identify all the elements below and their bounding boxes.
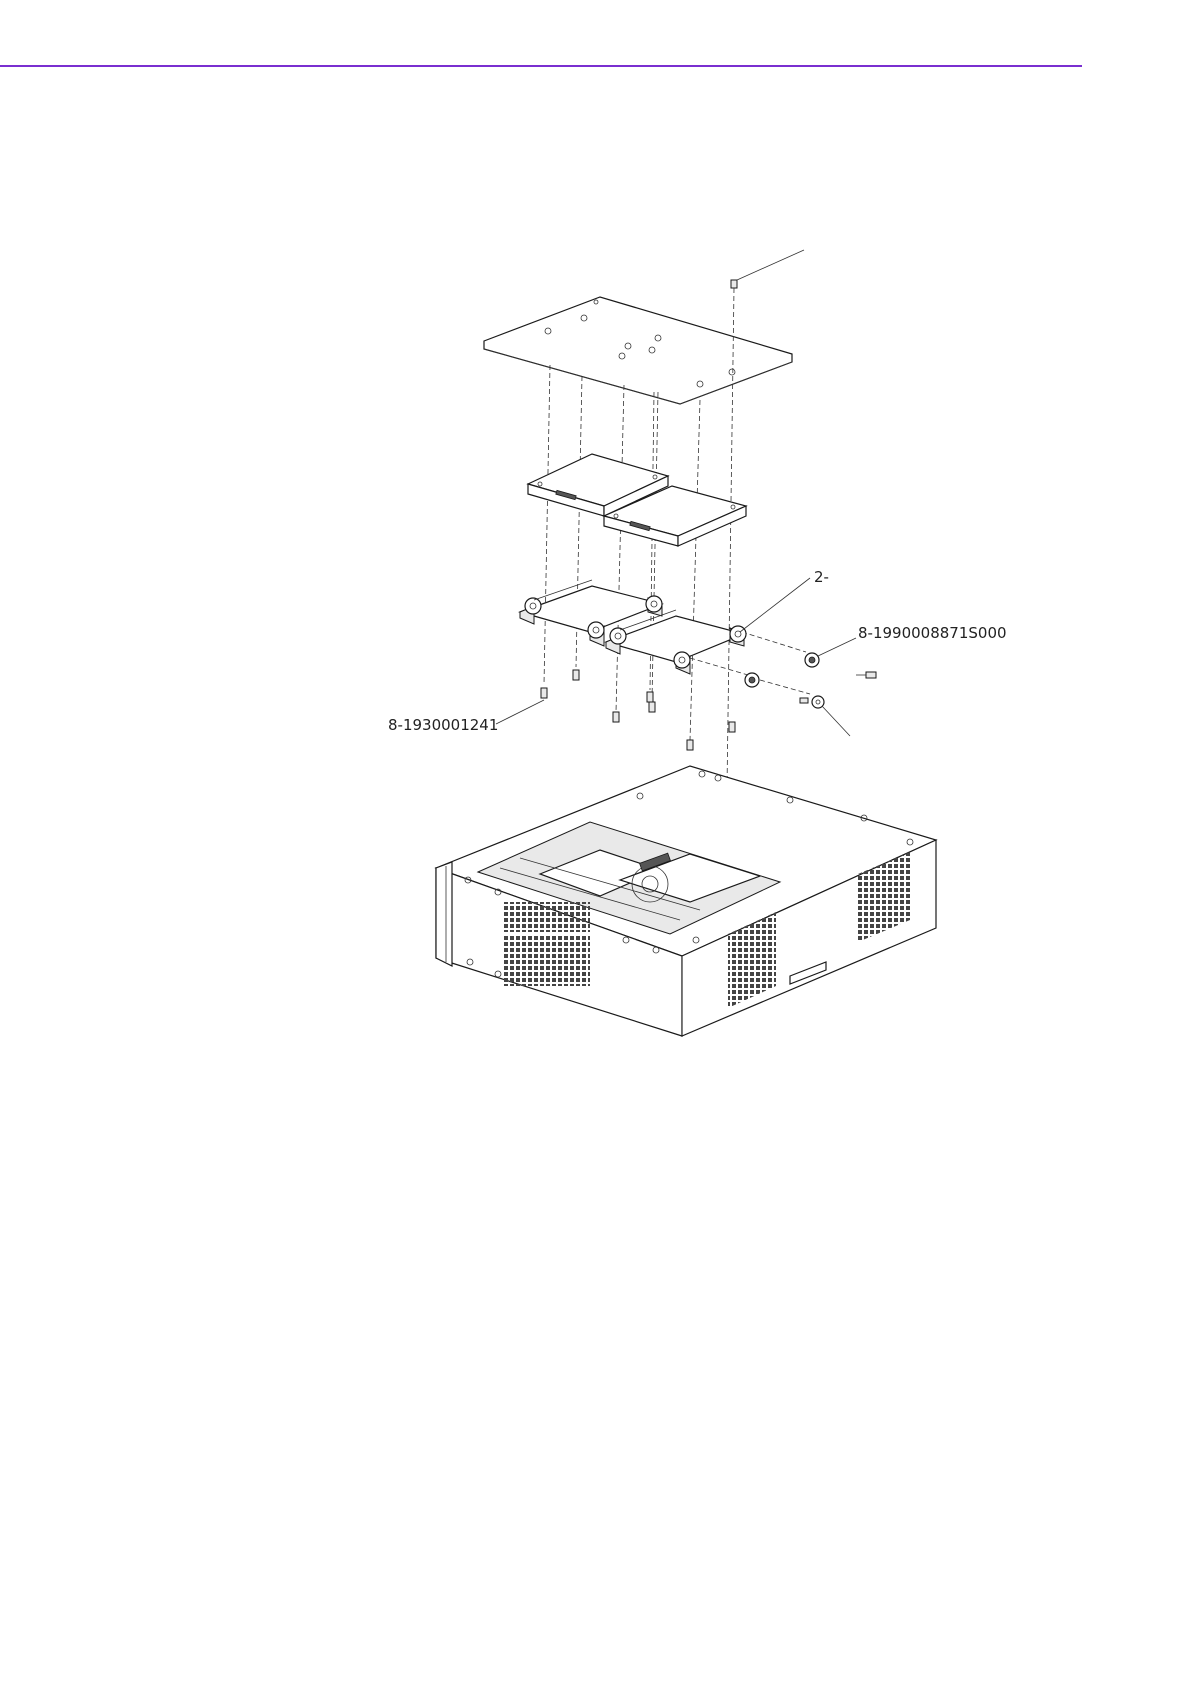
top-screw [731, 250, 804, 288]
top-cover-plate [484, 297, 792, 404]
washer-screws [745, 653, 876, 708]
callout-washer-leader [822, 706, 850, 736]
chassis [436, 766, 936, 1036]
drive-bracket-2 [606, 610, 746, 674]
callout-bottom-screws-label: 8-1930001241 [388, 716, 498, 734]
bracket-screws [541, 670, 735, 750]
front-vent-lower [504, 936, 590, 986]
callout-bracket: 2- [740, 568, 829, 632]
callout-bracket-label: 2- [814, 568, 829, 586]
front-vent-upper [504, 902, 590, 932]
callout-screw-washer-label: 8-1990008871S000 [858, 624, 1007, 642]
callout-screw-washer: 8-1990008871S000 [818, 624, 1007, 656]
callout-bottom-screws: 8-1930001241 [388, 700, 544, 734]
